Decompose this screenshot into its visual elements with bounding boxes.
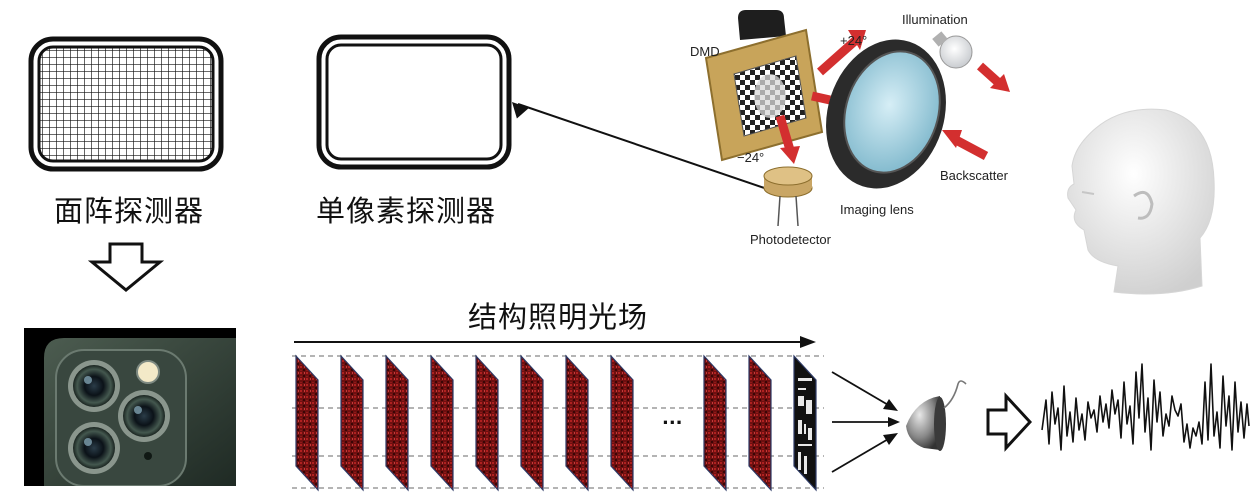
- converging-arrows: [831, 371, 900, 473]
- bucket-detector-icon: [906, 380, 967, 451]
- single-pixel-detector-icon: [316, 34, 512, 170]
- smartphone-camera-image: [24, 328, 236, 486]
- area-array-detector-label: 面阵探测器: [54, 194, 205, 228]
- illumination-pattern-stack: [292, 354, 824, 492]
- minus-angle-label: −24°: [737, 150, 765, 165]
- down-arrow-icon: [88, 242, 164, 292]
- right-arrow-icon: [986, 392, 1032, 452]
- pattern-ellipsis: ...: [662, 408, 683, 429]
- area-array-detector-icon: [28, 36, 224, 172]
- single-pixel-detector-label: 单像素探测器: [316, 194, 497, 228]
- plus-angle-label: +24°: [840, 33, 868, 48]
- backscatter-label: Backscatter: [940, 168, 1008, 183]
- pattern-frame: [295, 354, 817, 492]
- illumination-label: Illumination: [902, 12, 968, 27]
- imaging-lens-label: Imaging lens: [840, 202, 914, 217]
- signal-waveform: [1041, 363, 1250, 451]
- structured-illumination-label: 结构照明光场: [468, 300, 649, 334]
- photodetector-to-detector-arrow: [512, 102, 783, 195]
- mannequin-head-image: [1067, 108, 1215, 295]
- dmd-apparatus-figure: [704, 10, 1010, 227]
- structured-illumination-arrow: [294, 336, 816, 348]
- dmd-label: DMD: [690, 44, 720, 59]
- photodetector-label: Photodetector: [750, 232, 831, 247]
